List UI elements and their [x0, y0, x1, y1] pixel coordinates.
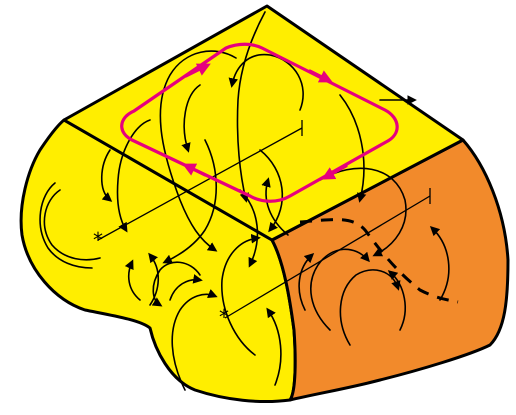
streamline: [181, 84, 201, 153]
streamline: [387, 270, 406, 331]
streamline: [148, 252, 160, 306]
streamline: [151, 261, 201, 307]
circulation-arrow: [184, 63, 211, 78]
side-face: [270, 138, 510, 402]
streamline: [310, 248, 370, 331]
axis-marker-right: *: [219, 305, 229, 329]
streamline: [116, 119, 151, 233]
circulation-path: [120, 42, 399, 203]
streamline: [171, 289, 218, 391]
hidden-vortex-line: [299, 218, 459, 304]
streamlines: [43, 11, 450, 391]
axis-line-right: [224, 195, 431, 319]
streamline: [169, 274, 203, 301]
streamline: [100, 149, 113, 202]
streamline: [43, 189, 101, 261]
circulation-arrow: [182, 163, 207, 177]
streamline: [261, 177, 289, 236]
streamline: [339, 94, 367, 203]
streamline: [319, 167, 407, 257]
streamline: [159, 50, 237, 252]
axis-line-left: [97, 127, 303, 241]
vortex-axes: * *: [93, 120, 431, 329]
streamline: [221, 233, 261, 356]
streamline: [124, 259, 141, 301]
block-body: [19, 4, 510, 403]
axis-marker-left: *: [93, 228, 103, 252]
streamline: [228, 53, 304, 111]
circulation-loop: [120, 42, 399, 203]
streamline: [162, 139, 218, 264]
circulation-arrow: [308, 69, 333, 83]
streamline: [429, 226, 450, 301]
streamline: [236, 11, 266, 203]
front-lobe-crease: [39, 182, 93, 269]
circulation-arrow: [321, 164, 348, 180]
streamline: [266, 307, 282, 386]
streamline: [298, 253, 315, 311]
streamline: [239, 189, 259, 268]
